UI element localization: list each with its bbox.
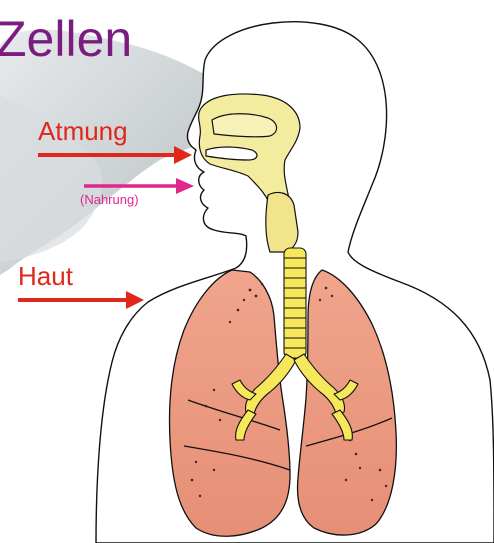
- title-label: Zellen: [0, 14, 132, 64]
- food-label: (Nahrung): [80, 193, 139, 206]
- breathing-label: Atmung: [38, 118, 128, 144]
- skin-label: Haut: [18, 263, 73, 289]
- skin-arrow: [18, 291, 144, 309]
- trachea: [284, 248, 306, 358]
